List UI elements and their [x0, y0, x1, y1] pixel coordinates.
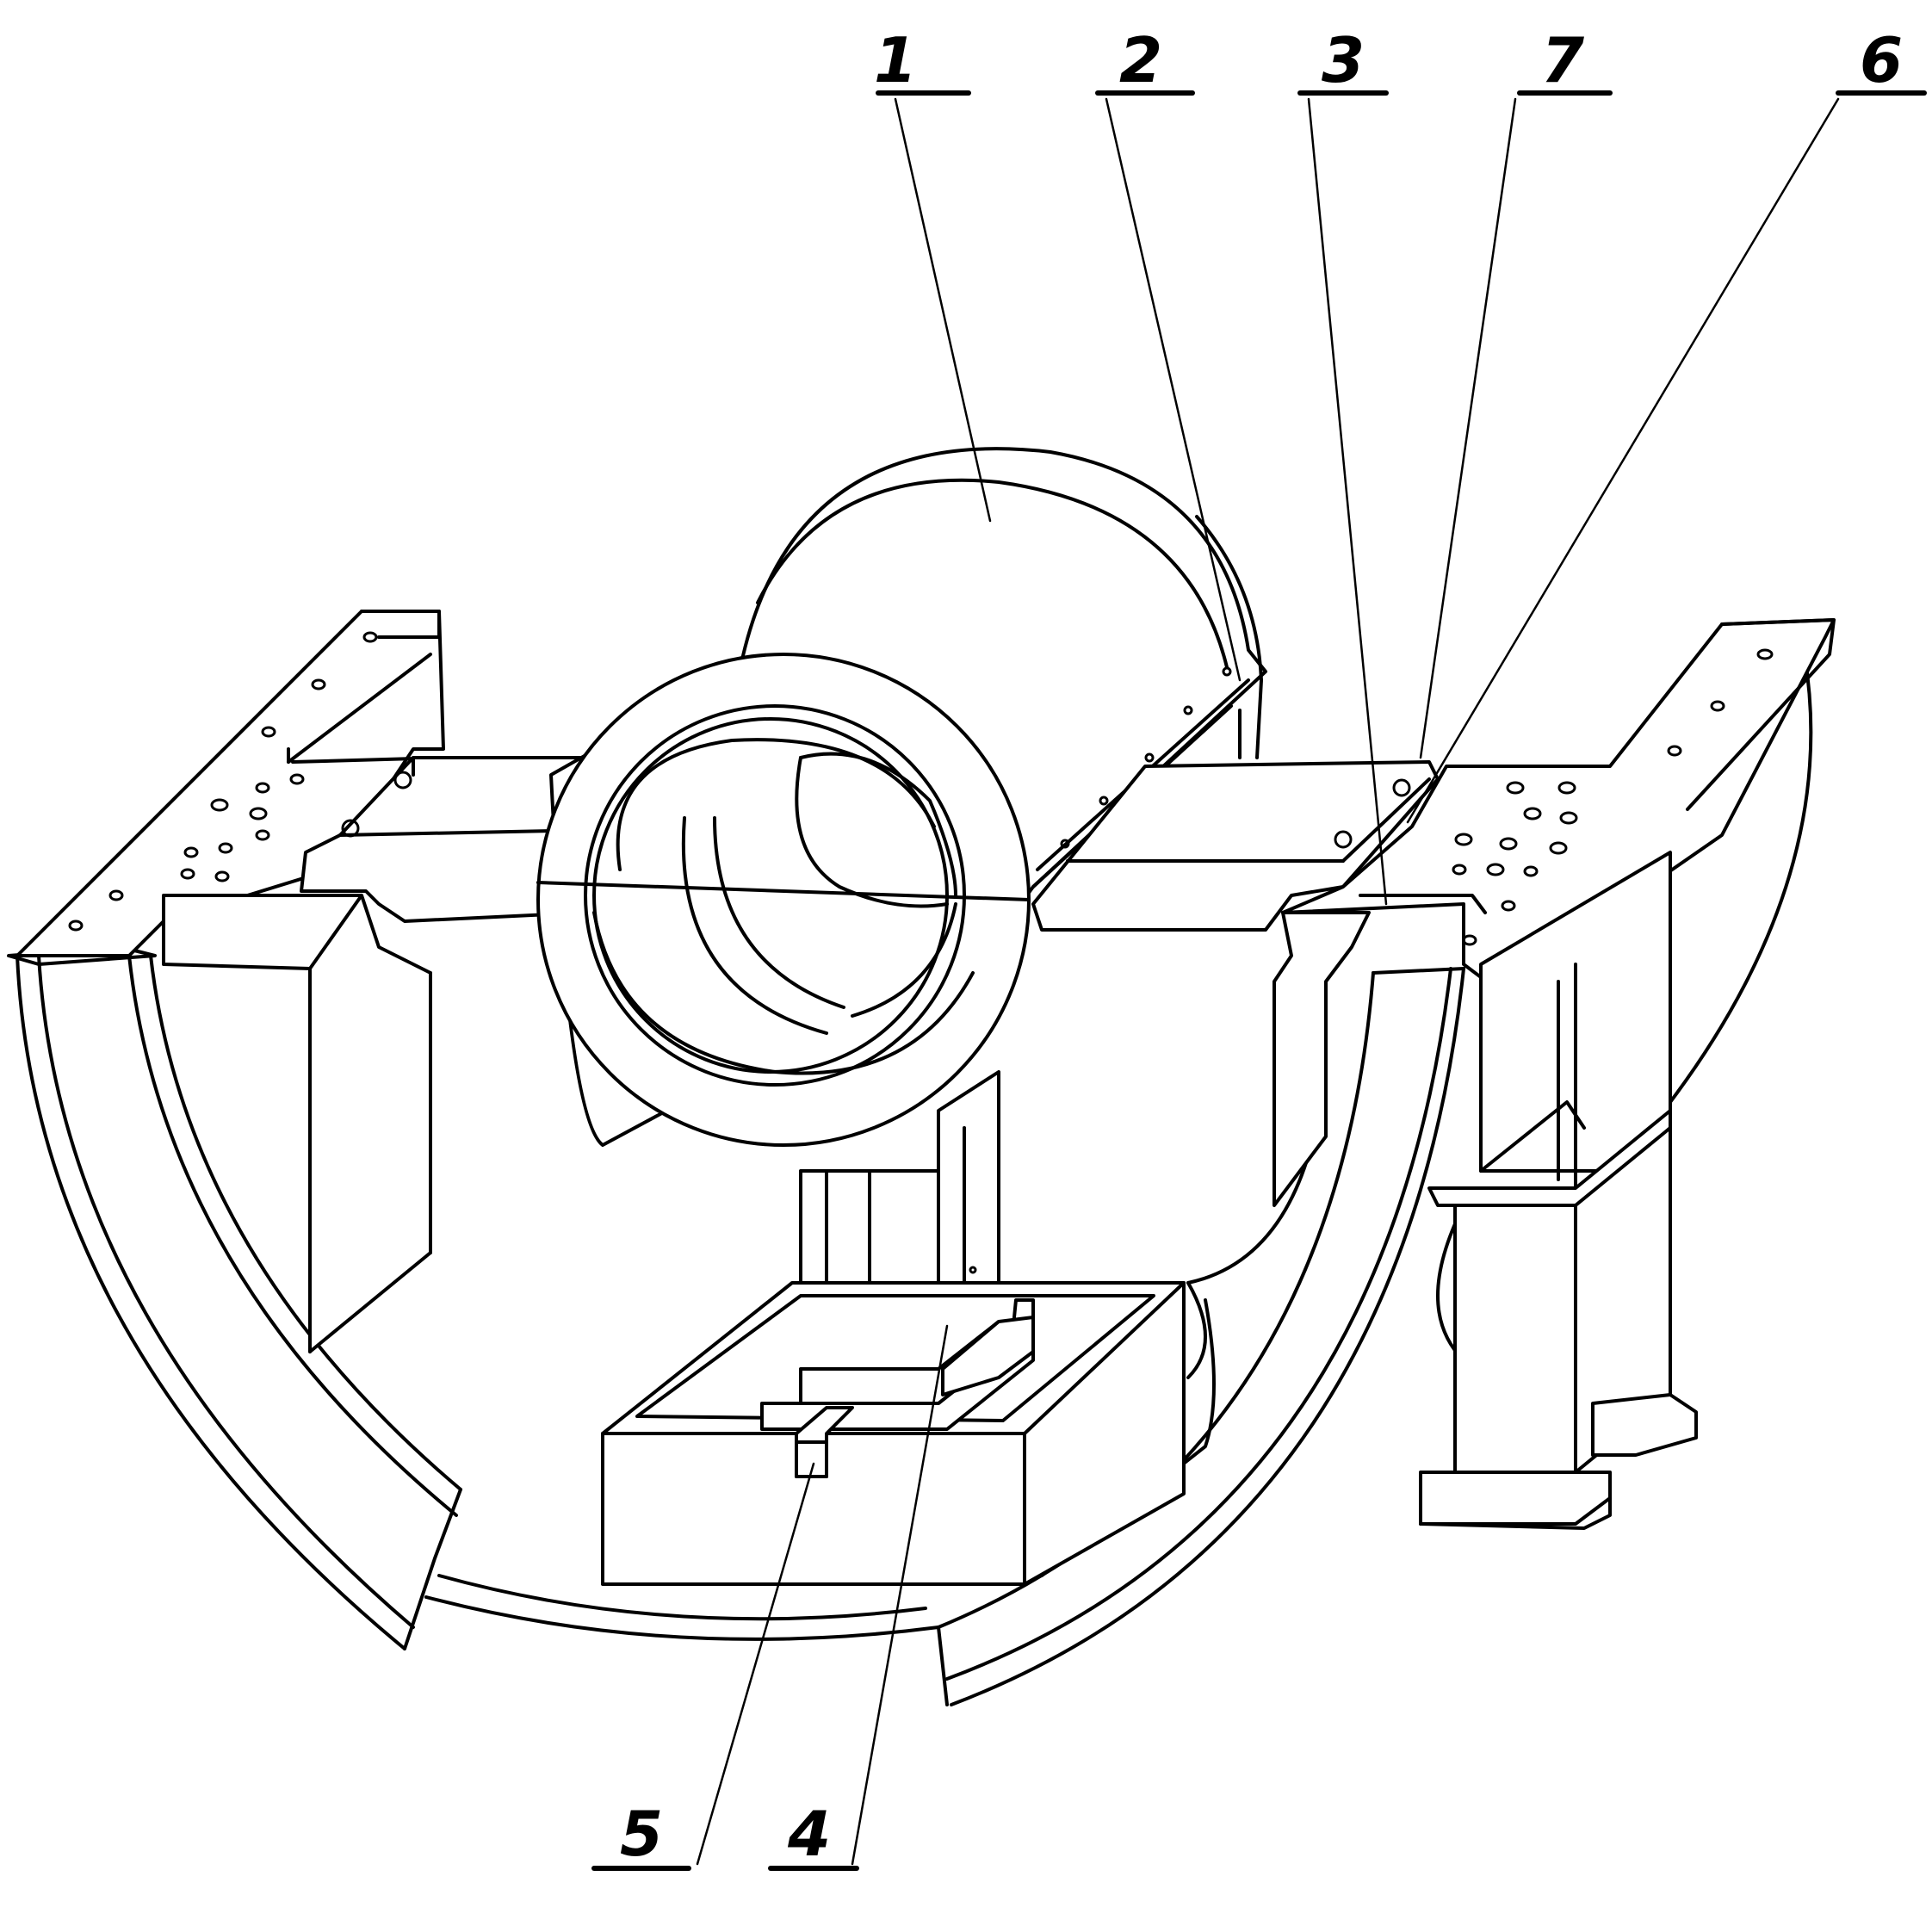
- label-3: 3: [1322, 24, 1365, 96]
- leader-lines: [696, 97, 1840, 1866]
- label-4: 4: [787, 1798, 831, 1870]
- callout-4: 4: [768, 1798, 859, 1871]
- callout-2: 2: [1095, 24, 1195, 96]
- cylinder-front-face: [536, 653, 1031, 1147]
- right-bracket: [1273, 618, 1836, 1530]
- callout-7: 7: [1517, 24, 1613, 96]
- left-bracket: [15, 610, 449, 1353]
- label-2: 2: [1119, 24, 1162, 96]
- label-6: 6: [1860, 24, 1903, 96]
- callout-6: 6: [1836, 24, 1927, 96]
- callout-1: 1: [874, 24, 971, 96]
- label-7: 7: [1541, 24, 1584, 96]
- label-1: 1: [874, 24, 917, 96]
- central-pedestal: [601, 1070, 1186, 1586]
- callout-3: 3: [1297, 24, 1389, 96]
- label-5: 5: [620, 1798, 663, 1870]
- callout-labels: 1 2 3 7 6 5 4: [591, 24, 1927, 1871]
- callout-5: 5: [591, 1798, 691, 1871]
